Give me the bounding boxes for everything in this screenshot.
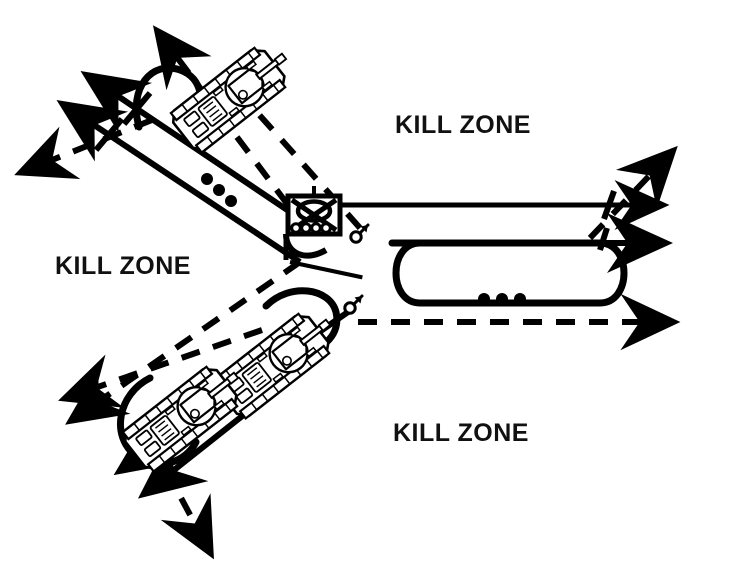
phase-break-dots-east bbox=[478, 293, 526, 305]
dashed-arrow-southwest bbox=[58, 327, 263, 408]
east-engagement-group bbox=[340, 145, 681, 351]
dashed-arrow-south bbox=[147, 438, 214, 560]
mine-marker-2[interactable] bbox=[343, 294, 364, 315]
kill-zone-label-w: KILL ZONE bbox=[55, 252, 191, 280]
solid-arrow-east-lower bbox=[392, 213, 673, 273]
dashed-axis-north-flank bbox=[252, 108, 363, 230]
kill-zone-label-ne: KILL ZONE bbox=[395, 111, 531, 139]
dashed-arrow-west bbox=[14, 117, 154, 180]
dashed-arrow-northeast bbox=[587, 145, 678, 241]
kill-zone-label-se: KILL ZONE bbox=[393, 419, 529, 447]
solid-arrow-east-upper bbox=[340, 180, 670, 230]
wheels-icon bbox=[290, 222, 332, 234]
wheeled-armored-unit-symbol[interactable] bbox=[283, 186, 363, 280]
phase-break-dots-northwest bbox=[201, 173, 237, 207]
tank-north[interactable] bbox=[166, 35, 301, 157]
turn-loop-east bbox=[388, 239, 628, 307]
tick-east-upper bbox=[601, 189, 617, 221]
